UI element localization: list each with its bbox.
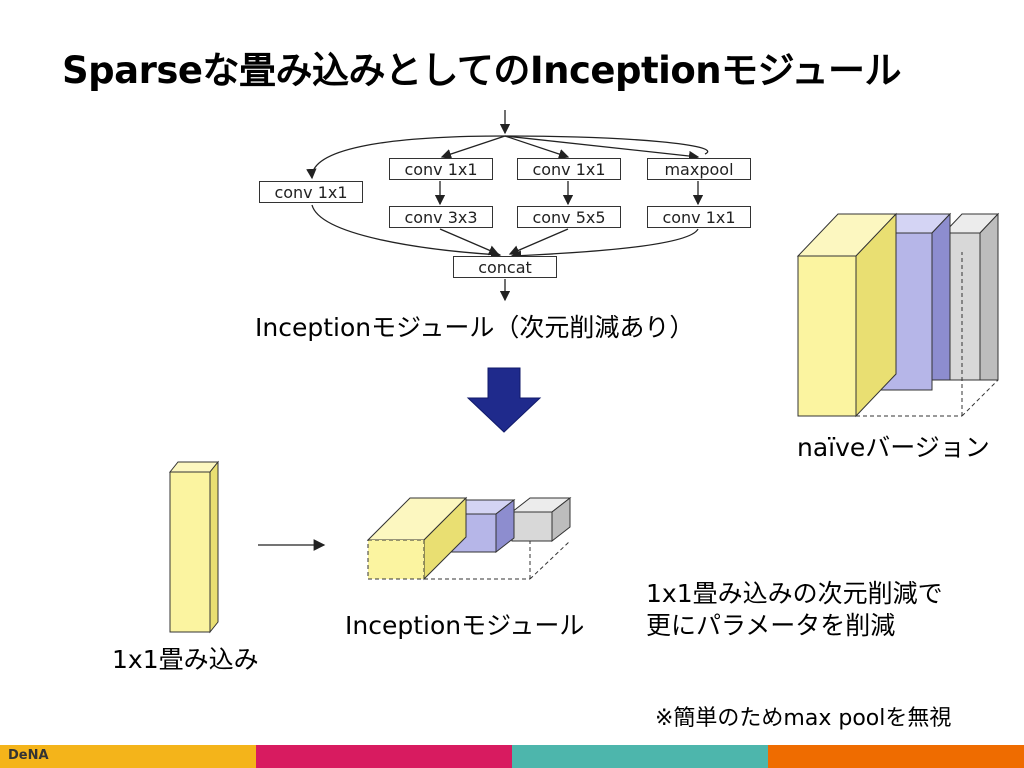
naive-version-label: naïveバージョン — [797, 433, 990, 462]
footer-segment-orange — [768, 745, 1024, 768]
footnote: ※簡単のためmax poolを無視 — [655, 706, 952, 731]
inception-module-label: Inceptionモジュール — [345, 611, 585, 640]
footer-color-bar — [0, 745, 1024, 768]
conv1x1-top-box-1: conv 1x1 — [389, 158, 493, 180]
conv5x5-box: conv 5x5 — [517, 206, 621, 228]
footer-segment-teal — [512, 745, 768, 768]
concat-box: concat — [453, 256, 557, 278]
footer-segment-yellow — [0, 745, 256, 768]
diagram-caption: Inceptionモジュール（次元削減あり） — [255, 313, 695, 342]
conv1x1-bottom-box: conv 1x1 — [647, 206, 751, 228]
dena-logo: DeNA — [8, 748, 49, 763]
reduction-note-line-1: 1x1畳み込みの次元削減で — [646, 579, 943, 608]
conv3x3-box: conv 3x3 — [389, 206, 493, 228]
page-title: Sparseな畳み込みとしてのInceptionモジュール — [62, 49, 902, 92]
conv1x1-label: 1x1畳み込み — [112, 645, 259, 674]
reduction-note-line-2: 更にパラメータを削減 — [646, 611, 896, 640]
footer-segment-magenta — [256, 745, 512, 768]
maxpool-box: maxpool — [647, 158, 751, 180]
conv1x1-left-box: conv 1x1 — [259, 181, 363, 203]
conv1x1-top-box-2: conv 1x1 — [517, 158, 621, 180]
